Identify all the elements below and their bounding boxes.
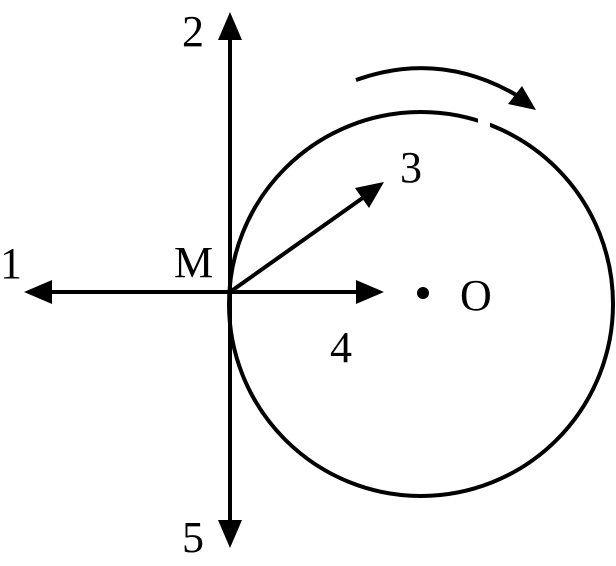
arrow-4-head: [356, 280, 384, 304]
label-4: 4: [330, 323, 352, 372]
label-3: 3: [400, 143, 422, 192]
rotation-arc: [355, 66, 520, 98]
label-5: 5: [182, 513, 204, 562]
arrow-1-head: [24, 280, 52, 304]
center-point: [417, 287, 429, 299]
label-o: O: [460, 271, 492, 320]
arrow-3-shaft: [228, 195, 366, 294]
arrow-5-head: [218, 520, 242, 548]
arrow-3-head: [355, 182, 384, 208]
label-m: M: [174, 238, 213, 287]
circle-gap: [478, 112, 490, 130]
label-1: 1: [0, 239, 22, 288]
arrow-2-head: [218, 12, 242, 40]
rotation-arrow-head: [508, 86, 536, 110]
label-2: 2: [182, 7, 204, 56]
